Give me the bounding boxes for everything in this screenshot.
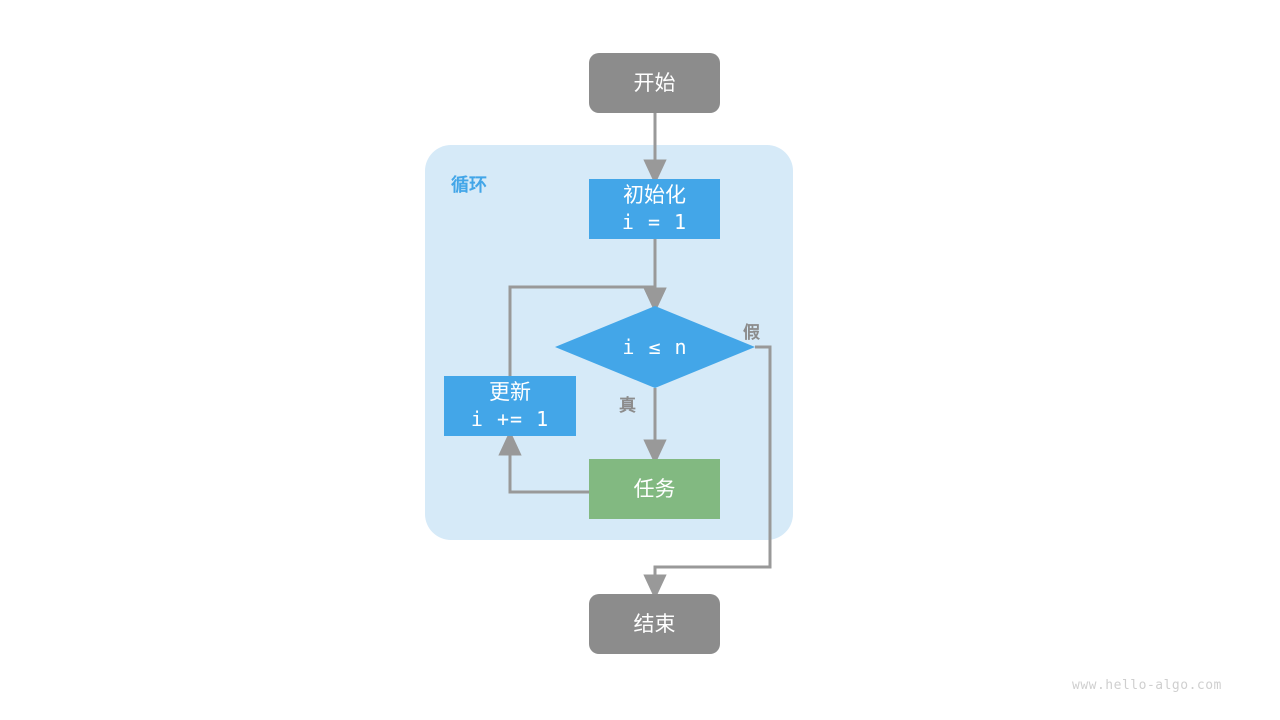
loop-group-label: 循环 — [451, 175, 487, 195]
edge-decision-false-to-end — [643, 345, 772, 600]
edge-label-true: 真 — [619, 396, 636, 415]
node-update[interactable] — [444, 376, 576, 436]
edge-task-to-update — [498, 430, 589, 494]
node-task[interactable] — [589, 459, 720, 519]
edge-label-false: 假 — [743, 323, 760, 342]
node-end[interactable] — [589, 594, 720, 654]
node-init[interactable] — [589, 179, 720, 239]
watermark: www.hello-algo.com — [1072, 678, 1222, 693]
node-start[interactable] — [589, 53, 720, 113]
node-decision[interactable] — [555, 306, 755, 388]
edge-update-to-decision — [508, 285, 667, 376]
